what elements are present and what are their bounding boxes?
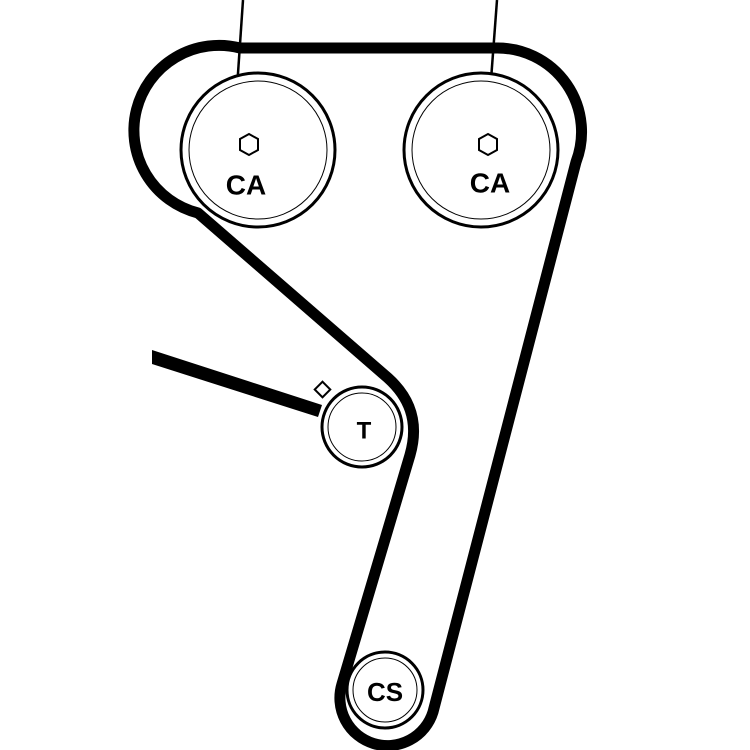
crankshaft-label: CS <box>367 677 403 707</box>
timing-belt <box>128 39 588 750</box>
camshaft-right-label: CA <box>470 168 510 199</box>
square-icon <box>313 380 332 399</box>
tensioner-pointer-wedge <box>152 350 322 417</box>
camshaft-left-label: CA <box>226 170 266 201</box>
camshaft-pulley-right: CA <box>402 71 560 229</box>
camshaft-pulley-left: CA <box>179 71 337 229</box>
crankshaft-pulley: CS <box>345 650 425 730</box>
hexagon-icon <box>239 132 259 157</box>
tensioner-label: T <box>357 418 372 445</box>
tensioner-pulley: T <box>313 380 404 469</box>
pointer-line-right-camshaft <box>489 0 499 81</box>
hexagon-icon <box>478 132 498 157</box>
